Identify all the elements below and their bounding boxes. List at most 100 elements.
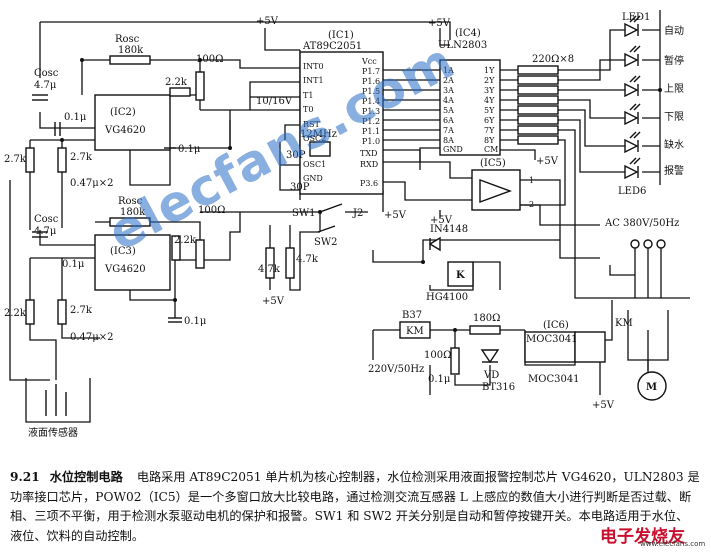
r100-label-c: 100Ω [424,350,451,361]
svg-text:T1: T1 [303,91,313,100]
j2-label: J2 [352,208,363,219]
svg-text:1A: 1A [443,66,454,75]
led-label-upper: 上限 [664,83,684,95]
motor: M AC 380V/50Hz [604,218,679,401]
crystal-label: 12MHz [300,129,337,140]
svg-text:P1.7: P1.7 [362,67,380,76]
mcu-name: (IC1) [328,30,354,41]
comparator-pin-2: 2 [529,200,534,209]
relay-k-label: K [456,270,465,281]
sensor-b-name: (IC3) [110,246,136,257]
led-2 [624,45,641,68]
c047-label-a: 0.47μ×2 [70,178,114,189]
figure-title: 水位控制电路 [49,470,123,484]
svg-text:P1.4: P1.4 [362,97,380,106]
led-1 [624,15,641,38]
svg-text:OSC1: OSC1 [303,160,326,169]
cap-10-16v-label: 10/16V [256,96,293,107]
sensor-chip-ic2: (IC2) VG4620 [94,94,171,151]
led-bottom-label: LED6 [618,186,646,197]
svg-text:P1.2: P1.2 [362,117,380,126]
vcc-label-g: +5V [592,400,615,411]
motor-label: M [646,382,657,393]
relay-part-label: HG4100 [426,292,468,303]
figure-caption: 9.21 水位控制电路电路采用 AT89C2051 单片机为核心控制器，水位检测采… [10,468,700,546]
vd-part-label: BT316 [482,382,515,393]
driver-part: ULN2803 [438,40,487,51]
c047-label-b: 0.47μ×2 [70,332,114,343]
vcc-label-e: +5V [430,215,453,226]
svg-text:GND: GND [443,145,463,154]
r27k-label-a: 2.7k [4,154,27,165]
ac-main-label: AC 380V/50Hz [604,218,679,229]
vcc-label-b: +5V [428,18,451,29]
svg-text:5A: 5A [443,106,454,115]
diode-label: IN4148 [430,224,468,235]
vcc-label-a: +5V [256,16,279,27]
cosc-value-b: 4.7μ [34,226,57,237]
svg-text:2Y: 2Y [484,76,495,85]
svg-text:7A: 7A [443,126,454,135]
supply-labels: +5V +5V +5V +5V +5V +5V +5V 220V/50Hz [256,16,615,411]
comparator-pin-1: 1 [529,176,534,185]
mcu-ic1: (IC1) AT89C2051 INT0 INT1 T1 T0 RST OSC2… [299,30,384,195]
sensor-a-part: VG4620 [104,125,146,136]
svg-text:P1.5: P1.5 [362,87,380,96]
svg-text:5Y: 5Y [484,106,495,115]
comparator-name: (IC5) [480,158,506,169]
mcu-part: AT89C2051 [302,41,362,52]
led-5 [624,131,641,154]
sensor-chip-ic3: (IC3) VG4620 [94,234,171,291]
vd-label: VD [483,370,499,381]
led-label-auto: 自动 [664,24,684,37]
svg-text:8Y: 8Y [484,136,495,145]
opto-name: (IC6) [543,320,569,331]
resistor-array-label: 220Ω×8 [532,54,574,65]
svg-text:OSC2: OSC2 [303,134,326,143]
svg-text:T0: T0 [303,105,313,114]
r100-label-a: 100Ω [196,54,223,65]
sensor-b-part: VG4620 [104,264,146,275]
svg-text:GND: GND [303,174,323,183]
figure-number: 9.21 [10,470,40,484]
rosc-label-a: Rosc [115,34,140,45]
resistor-array: 220Ω×8 [517,54,574,145]
svg-text:INT0: INT0 [303,62,324,71]
sw1-label: SW1 [292,208,316,219]
c01-label-d: 0.1μ [184,316,207,327]
svg-text:4A: 4A [443,96,454,105]
vcc-label-c: +5V [536,156,559,167]
svg-text:RXD: RXD [360,160,378,169]
vcc-label-d: +5V [384,210,407,221]
svg-text:3A: 3A [443,86,454,95]
svg-text:6Y: 6Y [484,116,495,125]
figure-body: 电路采用 AT89C2051 单片机为核心控制器，水位检测采用液面报警控制芯片 … [10,470,700,543]
r47k-label-a: 4.7k [258,264,281,275]
svg-text:3Y: 3Y [484,86,495,95]
cosc-label-b: Cosc [34,214,59,225]
vcc-label-f: +5V [262,296,285,307]
c30-label-a: 30P [286,150,306,161]
cosc-value-a: 4.7μ [34,80,57,91]
svg-text:8A: 8A [443,136,454,145]
svg-text:TXD: TXD [360,149,377,158]
led-3 [624,75,641,98]
svg-text:6A: 6A [443,116,454,125]
opto-part-b: MOC3041 [528,374,580,385]
r100-label-b: 100Ω [198,205,225,216]
led-label-alarm: 报警 [664,164,684,177]
led-column: LED1 LED6 自动 暂停 上限 下限 缺水 报警 [618,12,684,197]
r22k-label-b: 2.2k [174,235,197,246]
level-sensor: 液面传感器 [25,378,91,439]
sensor-a-name: (IC2) [110,107,136,118]
comparator-ic5: (IC5) 1 2 [471,158,534,211]
svg-text:RST: RST [303,120,321,129]
r47k-label-b: 4.7k [296,254,319,265]
r27k-label-b: 2.7k [70,152,93,163]
passives: Rosc 180k Cosc 4.7μ 100Ω 2.2k 0.1μ 2.7k … [4,34,633,393]
svg-text:7Y: 7Y [484,126,495,135]
svg-text:P1.3: P1.3 [362,107,380,116]
led-6 [624,157,641,180]
c30-label-b: 30P [290,182,310,193]
led-label-pause: 暂停 [664,54,684,67]
